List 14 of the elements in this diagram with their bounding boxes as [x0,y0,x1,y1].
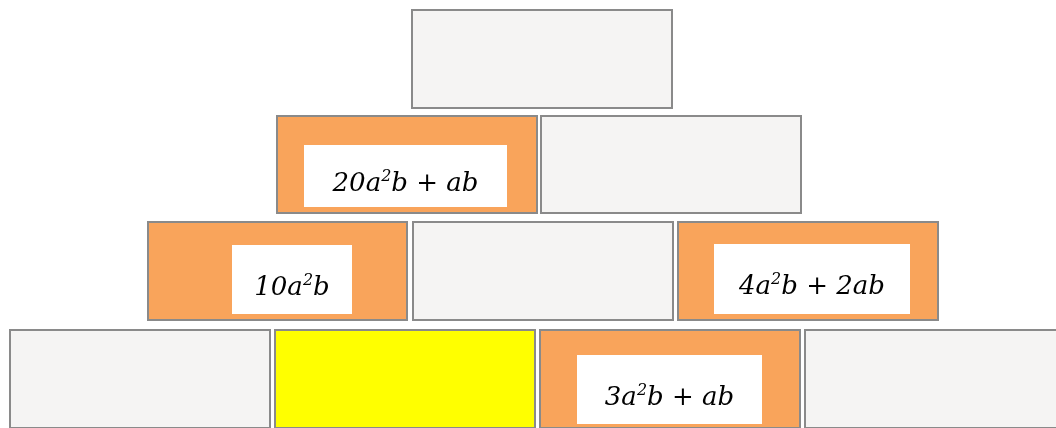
pyramid-brick [274,329,536,428]
math-expression: 3a$^{2}$b + ab [577,355,762,424]
pyramid-brick [539,329,801,428]
pyramid-brick [147,221,408,321]
pyramid-brick [9,329,271,428]
math-expression: 20a$^{2}$b + ab [304,145,507,207]
pyramid-brick [677,221,939,321]
pyramid-brick [540,115,802,214]
pyramid-brick [276,115,538,214]
math-expression: 10a$^{2}$b [232,245,352,314]
math-expression: 4a$^{2}$b + 2ab [714,244,910,314]
pyramid-brick [412,221,674,321]
pyramid-brick [411,9,673,109]
pyramid-brick [804,329,1056,428]
